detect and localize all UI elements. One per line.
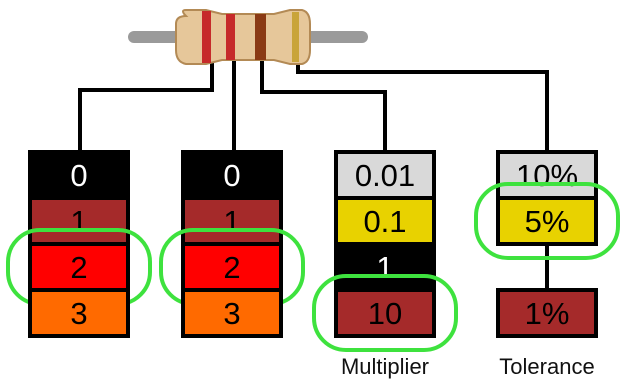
band-cell-digit2-3 xyxy=(181,288,283,338)
multiplier-caption: Multiplier xyxy=(341,354,429,379)
band-label-digit2-3: 3 xyxy=(223,296,240,331)
band-label-digit1-2: 2 xyxy=(70,250,87,285)
band-label-tolerance-0: 10% xyxy=(516,158,578,193)
band-label-tolerance-1: 5% xyxy=(525,204,570,239)
band-label-digit1-0: 0 xyxy=(70,158,87,193)
highlight-ring-tolerance xyxy=(474,182,620,260)
resistor-band-1 xyxy=(202,11,211,63)
resistor-band-4 xyxy=(292,12,299,62)
band-label-multiplier-1: 0.1 xyxy=(363,204,406,239)
band-label-multiplier-0: 0.01 xyxy=(355,158,415,193)
column-multiplier: 0.01 0.1 1 10 xyxy=(312,150,458,352)
band-label-digit1-3: 3 xyxy=(70,296,87,331)
band-cell-multiplier-1 xyxy=(334,196,436,246)
band-cell-digit2-2 xyxy=(181,242,283,292)
band-label-tolerance-2: 1% xyxy=(525,296,570,331)
band-label-digit2-0: 0 xyxy=(223,158,240,193)
wire-multiplier xyxy=(260,55,387,152)
resistor-body xyxy=(175,9,311,65)
wire-tolerance xyxy=(296,55,549,152)
column-digit1: 0 1 2 3 xyxy=(6,150,152,338)
band-cell-multiplier-3 xyxy=(334,288,436,338)
resistor xyxy=(175,9,311,65)
band-label-digit2-2: 2 xyxy=(223,250,240,285)
column-digit2: 0 1 2 3 xyxy=(159,150,305,338)
band-label-digit1-1: 1 xyxy=(70,204,87,239)
band-cell-digit2-0 xyxy=(181,150,283,200)
band-cell-digit1-3 xyxy=(28,288,130,338)
band-columns: 0 1 2 3 0 1 2 3 0.01 0.1 1 10 10% 5% 1% xyxy=(6,150,620,352)
resistor-band-3 xyxy=(255,14,266,60)
tolerance-caption: Tolerance xyxy=(499,354,594,379)
band-label-digit2-1: 1 xyxy=(223,204,240,239)
band-cell-digit1-1 xyxy=(28,196,130,246)
highlight-ring-multiplier xyxy=(312,274,458,352)
wire-digit1 xyxy=(78,55,214,152)
band-cell-tolerance-1 xyxy=(496,196,598,246)
band-cell-digit1-2 xyxy=(28,242,130,292)
column-tolerance: 10% 5% 1% xyxy=(474,150,620,338)
band-cell-tolerance-0 xyxy=(496,150,598,200)
resistor-band-2 xyxy=(226,14,235,60)
band-cell-multiplier-0 xyxy=(334,150,436,200)
band-cell-tolerance-2 xyxy=(496,288,598,338)
band-cell-digit2-1 xyxy=(181,196,283,246)
band-label-multiplier-3: 10 xyxy=(368,296,402,331)
band-cell-multiplier-2 xyxy=(334,242,436,292)
band-label-multiplier-2: 1 xyxy=(376,250,393,285)
